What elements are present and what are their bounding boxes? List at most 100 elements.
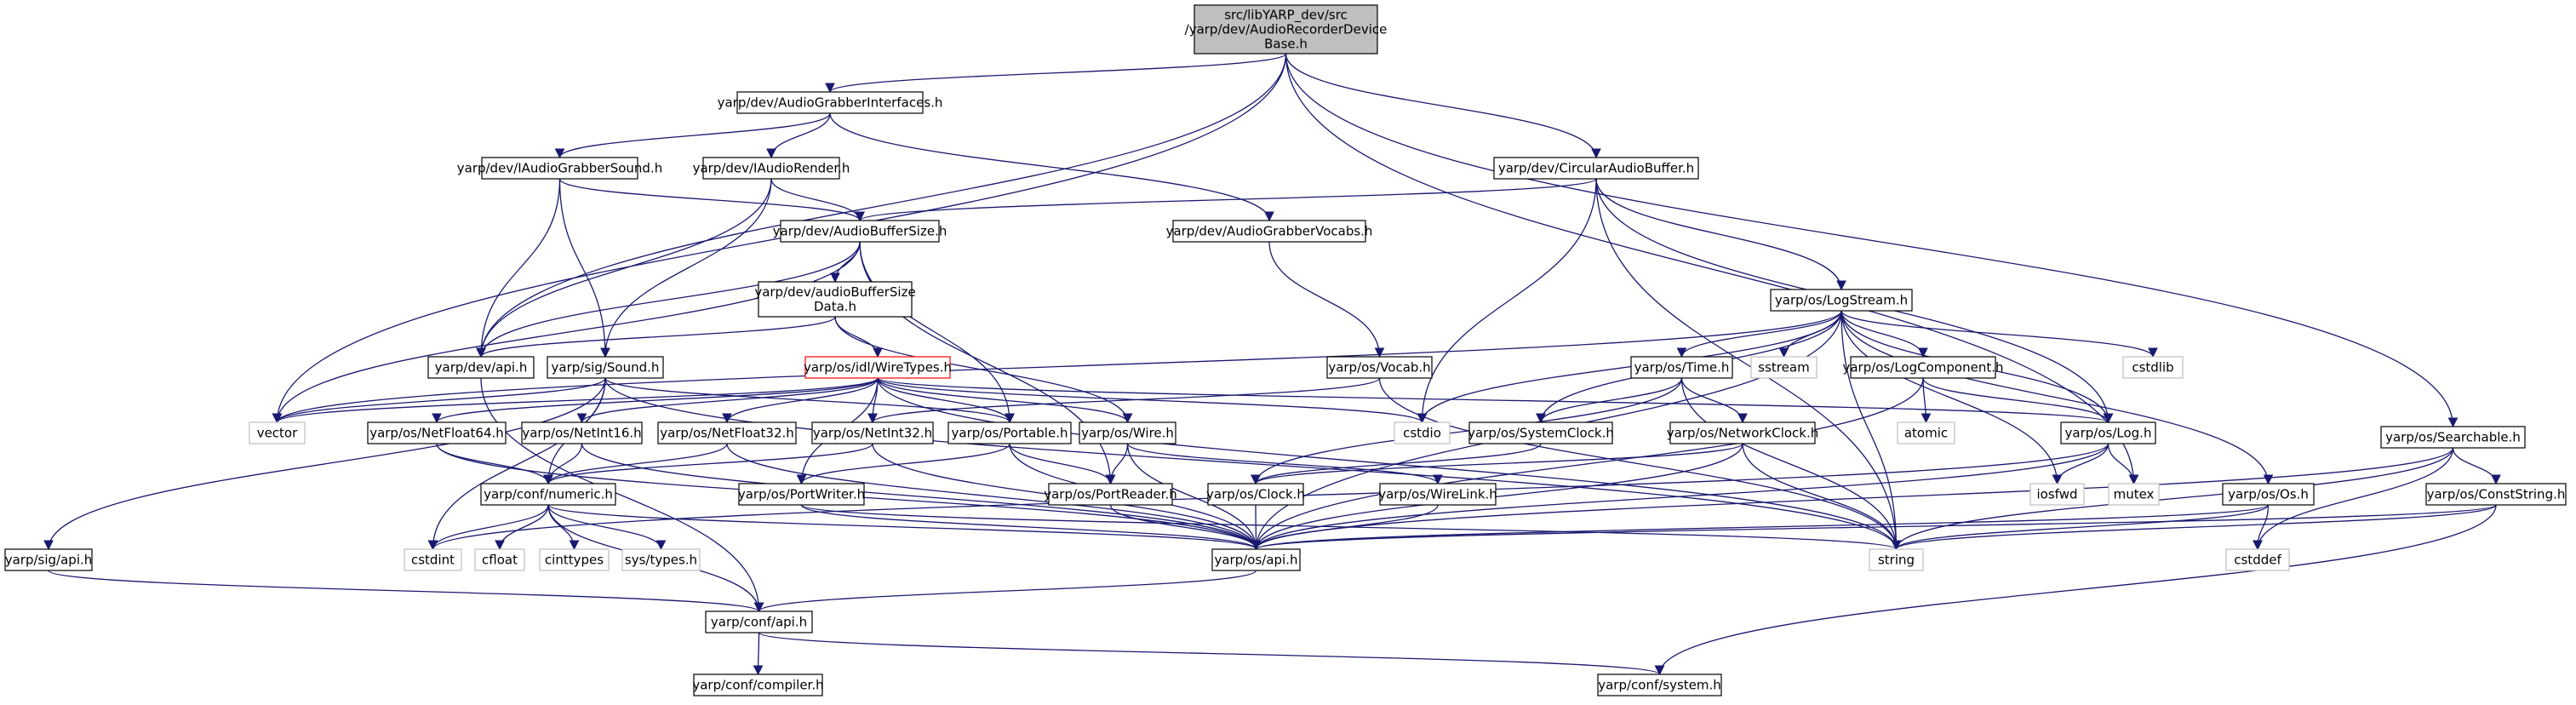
include-edge <box>476 178 772 358</box>
file-node-label: yarp/os/Log.h <box>2065 426 2152 441</box>
include-edge <box>722 377 879 424</box>
include-edge <box>476 53 1287 358</box>
include-edge <box>877 377 1015 424</box>
file-node-ni32[interactable]: yarp/os/NetInt32.h <box>811 421 934 444</box>
file-node-box <box>1597 673 1722 696</box>
file-node-label: yarp/dev/AudioGrabberVocabs.h <box>1166 224 1373 239</box>
file-node-box <box>2122 356 2184 379</box>
file-node-sstream[interactable]: sstream <box>1750 356 1818 379</box>
include-edge <box>855 178 1597 222</box>
file-node-iosfwd[interactable]: iosfwd <box>2029 483 2085 506</box>
file-node-box <box>1869 548 1924 571</box>
file-node-portwriter[interactable]: yarp/os/PortWriter.h <box>738 483 865 506</box>
file-node-wiretypes[interactable]: yarp/os/idl/WireTypes.h <box>804 356 952 379</box>
include-edge <box>1251 377 1683 485</box>
file-node-nf64[interactable]: yarp/os/NetFloat64.h <box>367 421 507 444</box>
file-node-label: yarp/dev/IAudioRender.h <box>693 161 850 176</box>
file-node-label: mutex <box>2114 487 2155 502</box>
include-edge <box>1536 377 1683 424</box>
file-node-wire[interactable]: yarp/os/Wire.h <box>1079 421 1176 444</box>
file-node-cfloat[interactable]: cfloat <box>474 548 525 571</box>
include-edge <box>753 632 764 676</box>
file-node-label: yarp/dev/AudioGrabberInterfaces.h <box>718 95 943 111</box>
file-node-box <box>2108 483 2160 506</box>
file-node-string[interactable]: string <box>1869 548 1924 571</box>
file-node-label: yarp/os/WireLink.h <box>1378 487 1497 502</box>
file-node-searchable[interactable]: yarp/os/Searchable.h <box>2380 426 2526 449</box>
include-edge <box>770 178 865 222</box>
file-node-logcomp[interactable]: yarp/os/LogComponent.h <box>1842 356 2004 379</box>
include-edge <box>581 443 1262 551</box>
file-node-label: yarp/os/Wire.h <box>1081 426 1174 441</box>
file-node-ni16[interactable]: yarp/os/NetInt16.h <box>521 421 643 444</box>
file-node-time[interactable]: yarp/os/Time.h <box>1630 356 1733 379</box>
file-node-agi[interactable]: yarp/dev/AudioGrabberInterfaces.h <box>718 91 943 114</box>
file-node-cstddef[interactable]: cstddef <box>2225 548 2290 571</box>
file-node-compiler[interactable]: yarp/conf/compiler.h <box>692 673 824 696</box>
include-edge <box>726 443 1262 551</box>
file-node-iags[interactable]: yarp/dev/IAudioGrabberSound.h <box>457 157 662 180</box>
include-edge <box>800 504 1262 551</box>
file-node-cstdint[interactable]: cstdint <box>404 548 462 571</box>
include-edge <box>476 178 561 358</box>
file-node-netclock[interactable]: yarp/os/NetworkClock.h <box>1667 421 1819 444</box>
file-node-iar[interactable]: yarp/dev/IAudioRender.h <box>693 157 850 180</box>
file-node-label: yarp/os/NetInt16.h <box>522 426 641 441</box>
file-node-vector[interactable]: vector <box>249 421 306 444</box>
file-node-label: yarp/os/NetFloat64.h <box>369 426 504 441</box>
include-edge <box>476 316 836 358</box>
file-node-nf32[interactable]: yarp/os/NetFloat32.h <box>657 421 797 444</box>
file-node-box <box>1468 421 1613 444</box>
file-node-sound[interactable]: yarp/sig/Sound.h <box>547 356 664 379</box>
file-node-osapi[interactable]: yarp/os/api.h <box>1211 548 1301 571</box>
include-edge <box>1378 377 1902 551</box>
file-node-osos[interactable]: yarp/os/Os.h <box>2222 483 2315 506</box>
file-node-sysclock[interactable]: yarp/os/SystemClock.h <box>1468 421 1614 444</box>
include-edge <box>1922 377 2114 424</box>
file-node-clock[interactable]: yarp/os/Clock.h <box>1206 483 1305 506</box>
file-node-label: yarp/os/Vocab.h <box>1328 360 1430 375</box>
file-node-system[interactable]: yarp/conf/system.h <box>1597 673 1722 696</box>
file-node-box <box>1194 4 1378 54</box>
include-edge <box>272 377 879 424</box>
include-edge <box>1417 178 1597 424</box>
file-node-logstream[interactable]: yarp/os/LogStream.h <box>1770 289 1913 312</box>
file-node-cstdio[interactable]: cstdio <box>1394 421 1451 444</box>
file-node-label: yarp/os/idl/WireTypes.h <box>804 360 952 375</box>
file-node-log[interactable]: yarp/os/Log.h <box>2060 421 2156 444</box>
file-node-sigapi[interactable]: yarp/sig/api.h <box>4 548 93 571</box>
file-node-box <box>1211 548 1301 571</box>
file-node-cstdlib[interactable]: cstdlib <box>2122 356 2184 379</box>
file-node-cab[interactable]: yarp/dev/CircularAudioBuffer.h <box>1493 157 1699 180</box>
file-node-box <box>621 548 701 571</box>
file-node-confapi[interactable]: yarp/conf/api.h <box>705 610 813 633</box>
file-node-devapi[interactable]: yarp/dev/api.h <box>427 356 535 379</box>
include-edge <box>796 443 1010 485</box>
file-node-agv[interactable]: yarp/dev/AudioGrabberVocabs.h <box>1166 220 1373 243</box>
file-node-label: iosfwd <box>2037 487 2078 502</box>
file-node-systypes[interactable]: sys/types.h <box>621 548 701 571</box>
file-node-label: /yarp/dev/AudioRecorderDevice <box>1185 22 1388 37</box>
file-node-label: yarp/sig/api.h <box>5 553 93 568</box>
file-node-label: cstdio <box>1403 426 1441 441</box>
file-node-portreader[interactable]: yarp/os/PortReader.h <box>1044 483 1177 506</box>
file-node-box <box>2029 483 2085 506</box>
file-node-vocab[interactable]: yarp/os/Vocab.h <box>1326 356 1433 379</box>
file-node-abs[interactable]: yarp/dev/AudioBufferSize.h <box>773 220 947 243</box>
file-node-box <box>693 673 823 696</box>
file-node-cinttypes[interactable]: cinttypes <box>539 548 610 571</box>
file-node-root[interactable]: src/libYARP_dev/src/yarp/dev/AudioRecord… <box>1185 4 1388 54</box>
file-node-mutex[interactable]: mutex <box>2108 483 2160 506</box>
include-edge <box>554 112 831 159</box>
file-node-label: yarp/os/Searchable.h <box>2385 430 2521 445</box>
file-node-atomic[interactable]: atomic <box>1897 421 1955 444</box>
file-node-label: Base.h <box>1264 37 1308 52</box>
file-node-label: yarp/dev/CircularAudioBuffer.h <box>1498 161 1694 176</box>
include-edge <box>877 377 1428 424</box>
include-edge <box>2107 443 2139 485</box>
file-node-conststring[interactable]: yarp/os/ConstString.h <box>2425 483 2567 506</box>
file-node-numeric[interactable]: yarp/conf/numeric.h <box>480 483 616 506</box>
file-node-portable[interactable]: yarp/os/Portable.h <box>947 421 1072 444</box>
file-node-wirelink[interactable]: yarp/os/WireLink.h <box>1378 483 1497 506</box>
